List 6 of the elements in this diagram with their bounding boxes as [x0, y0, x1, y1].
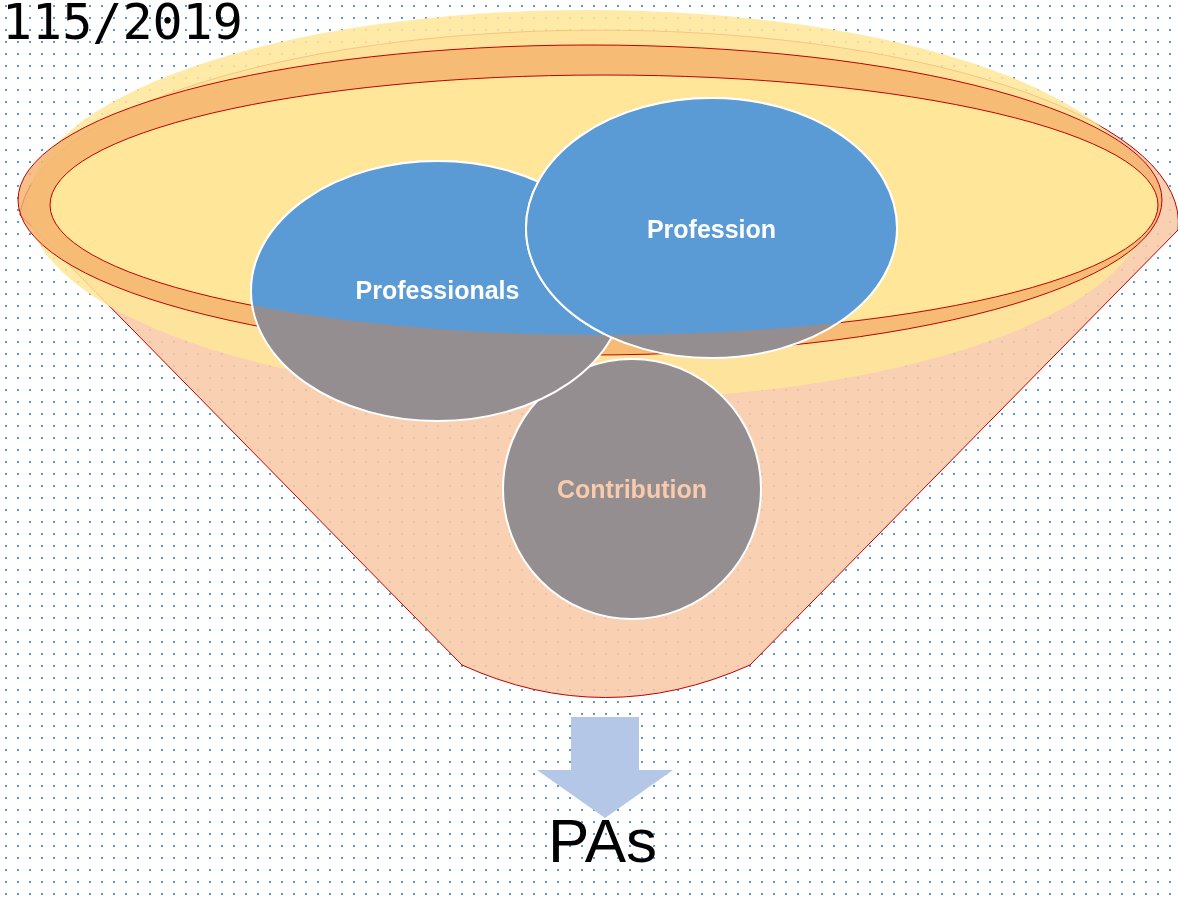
circle-label: Profession — [646, 214, 777, 244]
circle-label: Professionals — [355, 275, 520, 305]
down-arrow — [537, 717, 673, 818]
output-label: PAs — [548, 810, 658, 872]
circle-label: Contribution — [557, 474, 707, 504]
law-number: 115/2019 — [2, 0, 243, 52]
